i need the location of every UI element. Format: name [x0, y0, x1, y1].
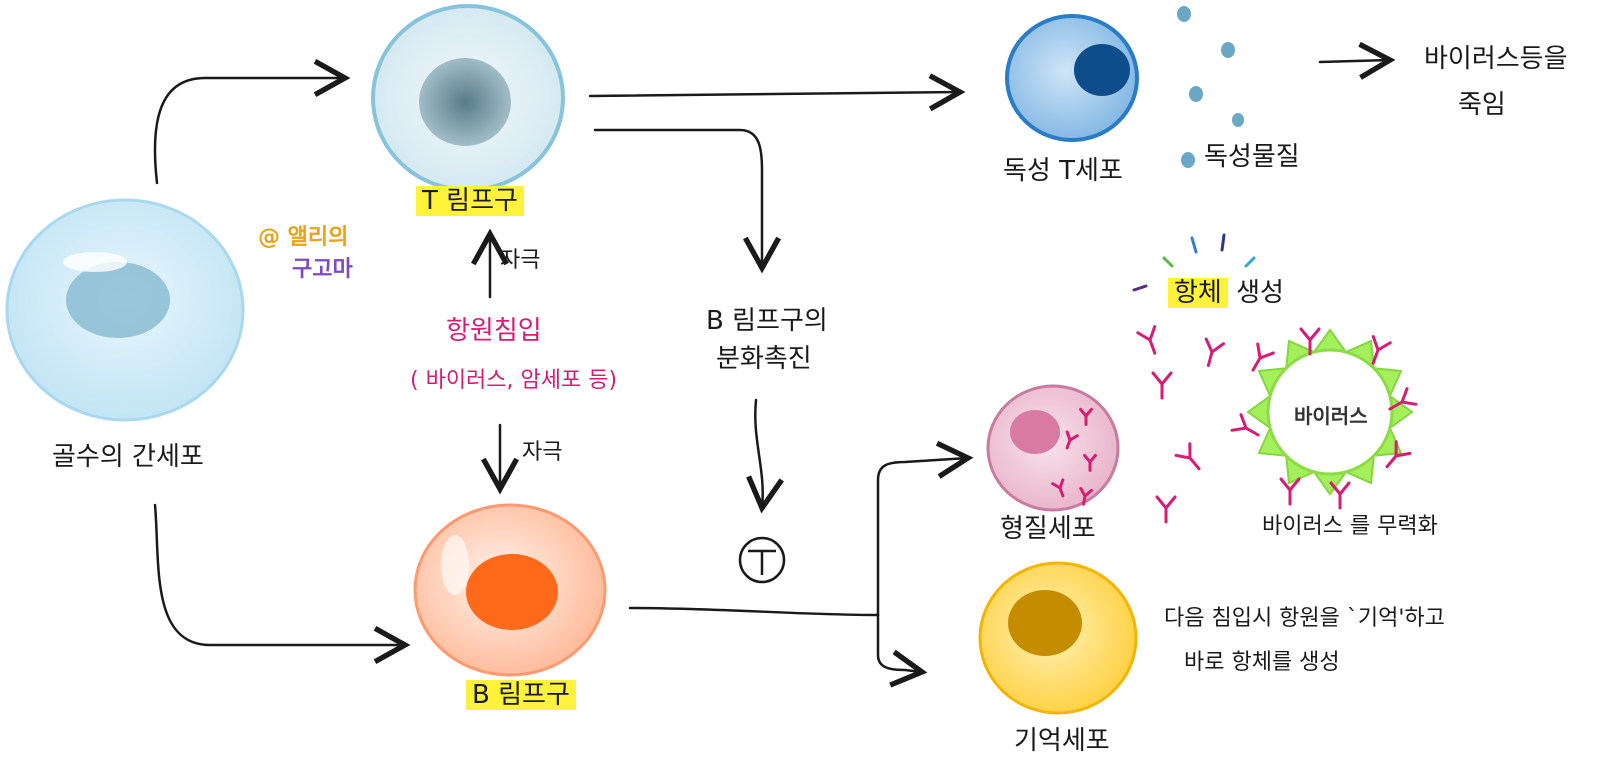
killer-t-label: 독성 T세포 — [1003, 156, 1123, 186]
antibody-y — [1230, 413, 1260, 437]
antigen-invasion-detail: ( 바이러스, 암세포 등) — [410, 368, 618, 393]
watermark-line2: 구고마 — [292, 256, 353, 282]
antibody-group — [1051, 325, 1418, 524]
memory-cell — [978, 561, 1138, 715]
antibody-y — [1251, 342, 1275, 372]
watermark-line1: @ 앨리의 — [258, 225, 349, 250]
memory-desc-line2: 바로 항체를 생성 — [1184, 650, 1340, 675]
arrow-t-to-killer — [588, 73, 966, 112]
antibody-y — [1388, 387, 1418, 411]
plus-icon — [738, 536, 786, 584]
antibody-y — [1385, 440, 1412, 469]
arrow-promote-to-plus — [746, 398, 784, 514]
arrow-toxin-to-kill — [1318, 41, 1396, 80]
arrow-to-memory — [876, 613, 928, 688]
antigen-invasion-label: 항원침입 — [446, 316, 542, 346]
t-lymphocyte-label: T 림프구 — [416, 186, 524, 217]
arrow-t-to-promote — [593, 128, 781, 274]
antibody-label-suffix: 생성 — [1236, 278, 1284, 308]
arrows — [153, 41, 1396, 688]
promote-label-line1: B 림프구의 — [706, 306, 828, 336]
antibody-y — [1299, 327, 1321, 356]
stem-cell — [5, 198, 245, 422]
plasma-cell-label: 형질세포 — [1000, 514, 1096, 544]
antibody-y — [1371, 335, 1392, 365]
arrow-stem-to-b — [153, 503, 411, 664]
watermark: @ 앨리의 구고마 — [258, 222, 353, 286]
virus — [1246, 328, 1414, 496]
antibody-y — [1051, 478, 1065, 498]
t-lymphocyte-label-text: T 림프구 — [416, 186, 524, 216]
antibody-y — [1083, 453, 1097, 472]
antibody-y — [1136, 325, 1157, 355]
kill-label-line2: 죽임 — [1458, 90, 1506, 120]
plasma-cell — [986, 384, 1120, 512]
arrow-to-plasma — [876, 440, 974, 617]
stem-cell-label: 골수의 간세포 — [52, 442, 204, 472]
antibody-label-text: 항체 — [1168, 278, 1228, 308]
killer-t-cell — [1005, 14, 1139, 142]
promote-label-line2: 분화촉진 — [716, 344, 812, 374]
antibody-y — [1065, 430, 1079, 450]
antibody-y — [1151, 371, 1173, 400]
stimulus-down-label: 자극 — [522, 440, 563, 465]
b-lymphocyte-cell — [413, 503, 607, 677]
kill-label-line1: 바이러스등을 — [1424, 44, 1568, 74]
antibody-label: 항체 생성 — [1168, 278, 1284, 309]
antibody-y — [1079, 407, 1093, 426]
b-lymphocyte-label: B 림프구 — [466, 680, 576, 711]
toxin-label: 독성물질 — [1204, 142, 1300, 172]
neutralize-label: 바이러스 를 무력화 — [1262, 514, 1438, 539]
antibody-y — [1204, 337, 1226, 368]
stimulus-up-label: 자극 — [500, 248, 541, 273]
memory-cell-label: 기억세포 — [1014, 726, 1110, 756]
t-lymphocyte-cell — [371, 4, 565, 192]
arrow-stem-to-t — [153, 59, 351, 185]
antibody-y — [1155, 495, 1177, 524]
memory-desc-line1: 다음 침입시 항원을 `기억'하고 — [1164, 606, 1445, 631]
arrow-b-branch — [628, 606, 880, 617]
antibody-y — [1079, 487, 1093, 506]
toxin-dots — [1177, 6, 1244, 168]
virus-label: 바이러스 — [1294, 404, 1368, 428]
antibody-y — [1329, 481, 1351, 510]
antibody-y — [1279, 477, 1301, 506]
b-lymphocyte-label-text: B 림프구 — [466, 680, 576, 710]
sparkle-marks — [1132, 233, 1256, 292]
antibody-y — [1174, 442, 1201, 471]
